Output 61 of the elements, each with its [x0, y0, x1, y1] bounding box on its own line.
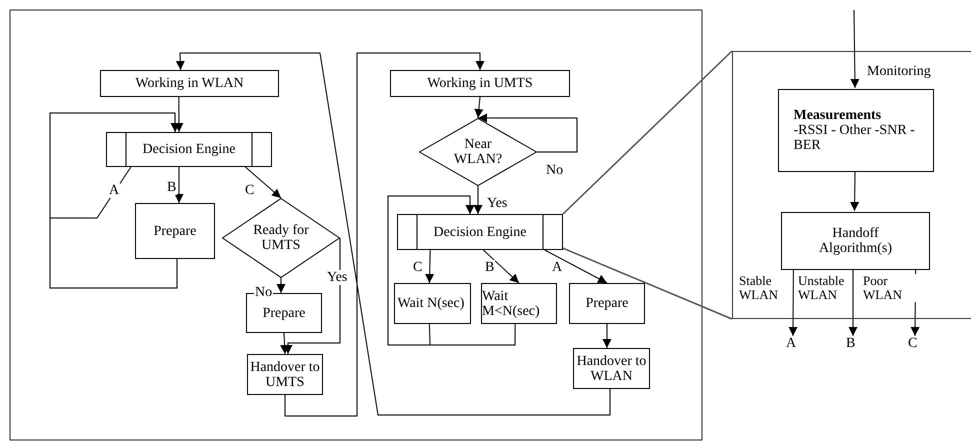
process-box — [247, 354, 323, 395]
arrow — [388, 196, 516, 346]
edge-label: Monitoring — [866, 64, 932, 79]
process-box — [135, 203, 215, 259]
decision-diamond — [419, 118, 537, 186]
process-box — [573, 348, 650, 389]
box-label: -RSSI - Other -SNR -BER — [794, 123, 916, 153]
arrow — [544, 250, 608, 284]
box-label: Wait M<N(sec) — [482, 288, 541, 318]
arrow — [276, 278, 286, 294]
branch-label: B — [846, 336, 856, 352]
box-label: Prepare — [154, 224, 196, 238]
zoom-line — [562, 248, 732, 320]
box-label: Working in UMTS — [427, 76, 533, 91]
arrow — [474, 96, 484, 118]
subroutine-box — [397, 214, 563, 250]
arrow — [850, 170, 860, 212]
arrow — [176, 52, 610, 416]
branch-label: C — [908, 336, 918, 352]
box-label: Decision Engine — [434, 224, 526, 240]
zoom-line — [562, 50, 733, 215]
arrow — [284, 238, 340, 354]
box-label: Handover to UMTS — [250, 360, 320, 390]
box-label: Working in WLAN — [135, 76, 244, 91]
process-box — [569, 283, 645, 324]
process-box — [778, 89, 934, 172]
subroutine-box — [106, 132, 272, 167]
edge-label: Yes — [326, 270, 348, 285]
arrow — [788, 268, 798, 336]
box-label: Handover to WLAN — [576, 354, 648, 384]
box-heading: Measurements — [794, 108, 882, 123]
box-label: Prepare — [586, 296, 628, 311]
arrow — [848, 268, 858, 336]
process-box — [100, 70, 279, 97]
arrow — [482, 250, 520, 284]
box-label: Ready for UMTS — [252, 223, 310, 253]
process-box — [390, 70, 570, 97]
branch-label: A — [786, 336, 796, 352]
arrow — [50, 112, 180, 288]
arrow — [474, 186, 482, 214]
arrow — [244, 166, 282, 198]
box-label: Decision Engine — [142, 142, 236, 157]
arrow — [174, 96, 184, 132]
zoom-panel — [732, 51, 971, 319]
arrow — [850, 10, 860, 88]
edge-label: B — [166, 180, 178, 195]
arrow — [284, 52, 484, 416]
box-label: Handoff Algorithm(s) — [818, 226, 894, 256]
process-box — [781, 212, 930, 270]
arrow — [602, 324, 612, 348]
edge-label: Poor WLAN — [862, 274, 916, 302]
edge-label: A — [108, 183, 120, 198]
arrow — [280, 332, 290, 354]
box-label: Prepare — [262, 306, 306, 320]
arrow — [478, 114, 578, 152]
process-box — [481, 283, 557, 324]
process-box — [394, 283, 471, 324]
box-label: Wait N(sec) — [398, 296, 466, 311]
box-label: Near WLAN? — [452, 137, 504, 167]
arrow — [425, 250, 434, 284]
arrow — [174, 166, 184, 204]
